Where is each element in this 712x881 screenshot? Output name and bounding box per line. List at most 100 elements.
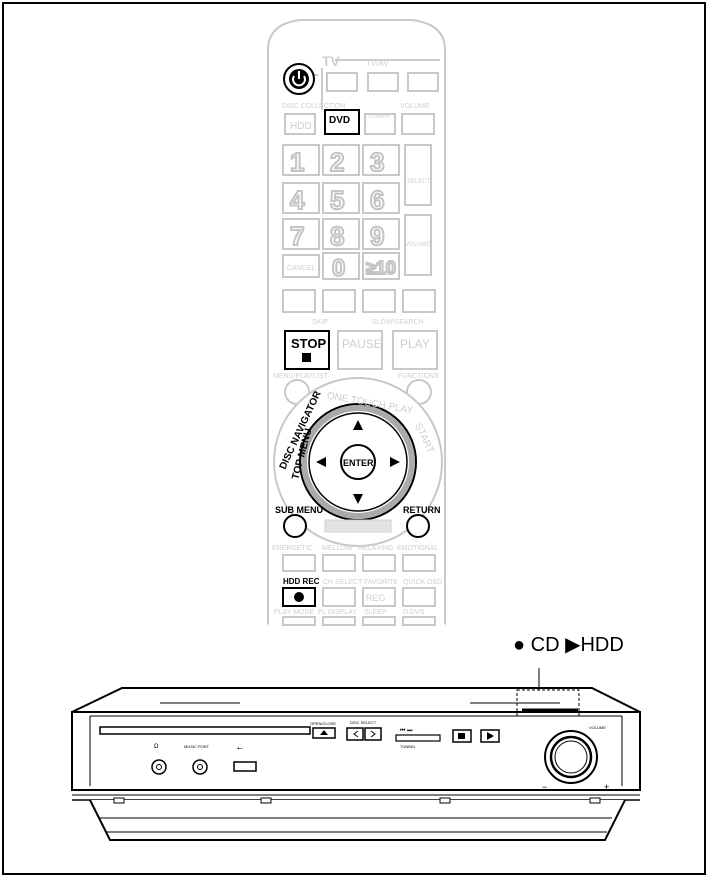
- play-label: PLAY: [400, 337, 430, 351]
- search-forward-button[interactable]: [402, 289, 436, 313]
- sub-menu-label: SUB MENU: [275, 505, 323, 515]
- pause-label: PAUSE: [342, 337, 382, 351]
- key-4-label: 4: [290, 185, 305, 215]
- right-arrow-icon[interactable]: [390, 457, 400, 467]
- fl-display-label: FL DISPLAY: [318, 609, 357, 616]
- key-2-label: 2: [330, 147, 344, 177]
- key-9[interactable]: [362, 218, 400, 250]
- callout-label: ● CD ▶HDD: [513, 634, 624, 656]
- search-back-button[interactable]: [362, 289, 396, 313]
- menu-playlist-label: MENU/PLAYLIST: [273, 373, 328, 380]
- slow-search-label: SLOW/SEARCH: [372, 319, 424, 326]
- key-4[interactable]: [282, 182, 320, 214]
- dvd-button[interactable]: [324, 109, 360, 135]
- figure-frame: [2, 2, 706, 875]
- favorite-label: FAVORITE: [364, 579, 398, 586]
- volume-minus-label: −: [542, 782, 547, 792]
- left-arrow-icon[interactable]: [316, 457, 326, 467]
- svg-text:⏮ ⏭: ⏮ ⏭: [400, 728, 413, 734]
- reg-label: REG: [366, 593, 386, 603]
- key-0[interactable]: [322, 252, 360, 280]
- pause-button[interactable]: [337, 330, 383, 370]
- sleep-label: SLEEP: [364, 609, 387, 616]
- enter-button[interactable]: [340, 444, 376, 480]
- quick-osd-label: QUICK OSD: [403, 579, 442, 586]
- record-icon: [294, 592, 304, 602]
- tuning-label: TUNING: [400, 744, 415, 749]
- stop-button[interactable]: [284, 330, 330, 370]
- mellow-button[interactable]: [322, 554, 356, 572]
- key-10-label: ≥10: [366, 258, 396, 278]
- emotional-button[interactable]: [402, 554, 436, 572]
- tv-av-label: TV/AV: [366, 59, 389, 68]
- remote-control: TV TV/AV DISC COLLECTION HDD DVD TUNER V…: [267, 19, 446, 627]
- enter-label: ENTER: [343, 458, 374, 468]
- headphone-label: Ω: [154, 744, 159, 750]
- hdd-label: HDD: [290, 121, 312, 132]
- energetic-button[interactable]: [282, 554, 316, 572]
- disc-select-prev[interactable]: [346, 727, 364, 741]
- volume-label-top: VOLUME: [400, 103, 430, 110]
- volume-minus-button[interactable]: [401, 113, 435, 135]
- disc-collection-label: DISC COLLECTION: [282, 103, 345, 110]
- emotional-label: EMOTIONAL: [397, 545, 438, 552]
- tuning-control[interactable]: [395, 734, 441, 742]
- key-1[interactable]: [282, 144, 320, 176]
- volume-label-mid: VOLUME: [405, 242, 430, 248]
- main-unit: OPEN/CLOSE DISC SELECT ⏮ ⏭ TUNING Ω MUSI…: [71, 668, 641, 841]
- disc-select-next[interactable]: [364, 727, 382, 741]
- key-7-label: 7: [290, 221, 304, 251]
- key-2[interactable]: [322, 144, 360, 176]
- relaxing-button[interactable]: [362, 554, 396, 572]
- key-10[interactable]: [362, 252, 400, 280]
- stop-icon: [302, 353, 311, 362]
- center-bar: [324, 519, 392, 533]
- volume-plus-label: +: [604, 782, 609, 792]
- key-8[interactable]: [322, 218, 360, 250]
- skip-forward-button[interactable]: [322, 289, 356, 313]
- return-button[interactable]: [406, 514, 430, 538]
- key-1-label: 1: [290, 147, 304, 177]
- key-6[interactable]: [362, 182, 400, 214]
- relaxing-label: RELAXING: [358, 545, 393, 552]
- key-8-label: 8: [330, 221, 344, 251]
- functions-label: FUNCTIONS: [398, 373, 439, 380]
- volume-rocker[interactable]: [404, 214, 432, 276]
- music-port-label: MUSIC PORT: [184, 744, 210, 749]
- key-5[interactable]: [322, 182, 360, 214]
- tv-plus-button[interactable]: [407, 72, 439, 92]
- hdd-button[interactable]: [284, 113, 316, 135]
- key-0-label: 0: [332, 255, 345, 282]
- skip-back-button[interactable]: [282, 289, 316, 313]
- open-close-label: OPEN/CLOSE: [310, 721, 336, 726]
- key-7[interactable]: [282, 218, 320, 250]
- skip-label: SKIP: [312, 319, 328, 326]
- return-label: RETURN: [403, 505, 441, 515]
- quick-osd-button[interactable]: [402, 587, 436, 607]
- key-3-label: 3: [370, 147, 384, 177]
- tuner-button[interactable]: [364, 113, 396, 135]
- energetic-label: ENERGETIC: [272, 545, 313, 552]
- ch-select-label: CH SELECT: [323, 579, 363, 586]
- tv-av-button[interactable]: [367, 72, 399, 92]
- tv-power-button[interactable]: [326, 72, 358, 92]
- number-keys: 1 2 3 4 5 6 7 8 9: [282, 144, 400, 252]
- reg-button[interactable]: [362, 587, 396, 607]
- stop-label: STOP: [291, 336, 326, 351]
- select-rocker[interactable]: [404, 144, 432, 206]
- usb-icon: ⭠: [237, 745, 243, 752]
- play-mode-label: PLAY MODE: [274, 609, 315, 616]
- sub-menu-button[interactable]: [283, 514, 307, 538]
- tuner-label: TUNER: [366, 113, 390, 120]
- cancel-button[interactable]: [282, 254, 320, 278]
- play-button[interactable]: [392, 330, 438, 370]
- disc-select-label: DISC SELECT: [350, 720, 377, 725]
- ch-select-button[interactable]: [322, 587, 356, 607]
- key-3[interactable]: [362, 144, 400, 176]
- up-arrow-icon[interactable]: [353, 420, 363, 430]
- usb-port[interactable]: [233, 761, 257, 772]
- down-arrow-icon[interactable]: [353, 494, 363, 504]
- key-6-label: 6: [370, 185, 384, 215]
- volume-label: VOLUME: [589, 725, 606, 730]
- select-label: SELECT: [407, 179, 431, 185]
